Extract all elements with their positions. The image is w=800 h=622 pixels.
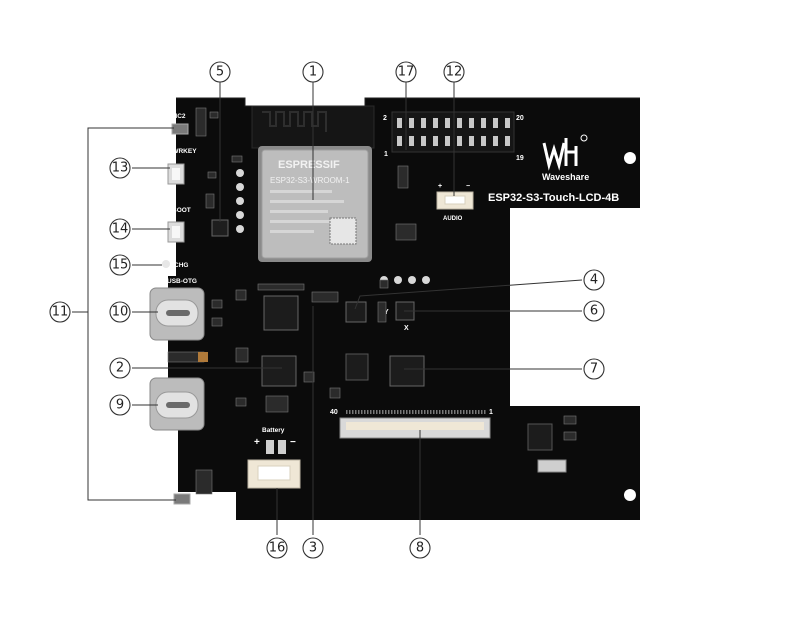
- module-qr-code: [329, 217, 357, 245]
- callout-3: 3: [302, 537, 324, 559]
- ic-chip-small: [345, 353, 369, 381]
- usb-c-port-uart: [149, 377, 205, 431]
- svg-text:4: 4: [590, 273, 598, 288]
- header-pin-19-label: 19: [516, 155, 524, 162]
- ic-chip-3: [263, 295, 299, 331]
- svg-text:14: 14: [112, 222, 129, 237]
- ic-chip-5: [211, 219, 229, 237]
- boot-label: BOOT: [172, 207, 191, 214]
- ic-chip-4: [345, 301, 367, 323]
- callout-6: 6: [583, 300, 605, 322]
- svg-text:9: 9: [116, 398, 124, 413]
- svg-text:5: 5: [216, 65, 224, 80]
- svg-text:8: 8: [416, 541, 424, 556]
- callout-12: 12: [443, 61, 465, 83]
- callout-15: 15: [109, 254, 131, 276]
- pwrkey-button: PWRKEY: [167, 148, 197, 185]
- ic-chip-right: [527, 423, 553, 451]
- callout-2: 2: [109, 357, 131, 379]
- mic2-component: MIC2: [170, 113, 189, 135]
- capacitor-orange: [198, 352, 208, 362]
- battery-minus-label: −: [290, 437, 296, 448]
- mounting-hole-2: [624, 489, 636, 501]
- battery-label: Battery: [262, 427, 285, 434]
- chg-label: CHG: [174, 262, 188, 269]
- header-pin-2-label: 2: [383, 115, 387, 122]
- svg-text:2: 2: [116, 361, 124, 376]
- mic2-label: MIC2: [170, 113, 186, 120]
- module-marking-line: [270, 220, 336, 223]
- header-pin-1-label: 1: [384, 151, 388, 158]
- module-marking-line: [270, 190, 332, 193]
- board-model: ESP32-S3-Touch-LCD-4B: [488, 192, 619, 204]
- callout-14: 14: [109, 218, 131, 240]
- ic-chip-7: [389, 355, 425, 387]
- svg-text:7: 7: [590, 362, 598, 377]
- svg-text:6: 6: [590, 304, 598, 319]
- module-name: ESP32-S3-WROOM-1: [270, 176, 350, 185]
- callout-1: 1: [302, 61, 324, 83]
- axis-x-label: X: [404, 325, 409, 332]
- ic-chip-right-2: [537, 459, 567, 473]
- waveshare-logo: Waveshare: [542, 134, 589, 182]
- module-marking-line: [270, 210, 328, 213]
- usb-c-port-otg: [149, 287, 205, 341]
- svg-text:17: 17: [398, 65, 415, 80]
- pwrkey-label: PWRKEY: [168, 148, 197, 155]
- header-pin-20-label: 20: [516, 115, 524, 122]
- fpc-connector: 40 1: [330, 409, 493, 439]
- callout-8: 8: [409, 537, 431, 559]
- callout-5: 5: [209, 61, 231, 83]
- svg-text:15: 15: [112, 258, 129, 273]
- brand-name: Waveshare: [542, 172, 589, 182]
- svg-text:11: 11: [52, 305, 69, 320]
- callout-7: 7: [583, 358, 605, 380]
- audio-plus-label: +: [438, 183, 442, 190]
- callout-11: 11: [49, 301, 71, 323]
- module-marking-line: [270, 200, 344, 203]
- callout-17: 17: [395, 61, 417, 83]
- mic1-label: MIC1: [178, 509, 194, 516]
- callout-9: 9: [109, 394, 131, 416]
- mounting-hole: [624, 152, 636, 164]
- callout-10: 10: [109, 301, 131, 323]
- passive-components: [167, 107, 577, 495]
- audio-connector: AUDIO + −: [436, 183, 474, 222]
- pin-header: 2 1 20 19: [383, 111, 524, 162]
- callout-13: 13: [109, 157, 131, 179]
- audio-label: AUDIO: [443, 216, 463, 222]
- boot-button: BOOT: [167, 207, 191, 243]
- svg-text:1: 1: [309, 65, 317, 80]
- mic1-component: MIC1: [173, 493, 194, 516]
- esp32-module: ESPRESSIF ESP32-S3-WROOM-1: [251, 105, 375, 262]
- svg-text:12: 12: [446, 65, 463, 80]
- axis-y-label: Y: [384, 309, 389, 316]
- svg-text:13: 13: [112, 161, 129, 176]
- battery-connector: Battery + −: [247, 427, 301, 489]
- callout-4: 4: [583, 269, 605, 291]
- svg-text:10: 10: [112, 305, 129, 320]
- svg-text:3: 3: [309, 541, 317, 556]
- svg-text:16: 16: [269, 541, 286, 556]
- ic-chip-2: [261, 355, 297, 387]
- callout-16: 16: [266, 537, 288, 559]
- usb-otg-label: USB-OTG: [167, 278, 197, 285]
- audio-minus-label: −: [466, 183, 470, 190]
- test-pads: [236, 169, 430, 284]
- module-brand: ESPRESSIF: [278, 159, 340, 171]
- fpc-pin1-label: 1: [489, 409, 493, 416]
- chg-led: CHG: [162, 260, 188, 269]
- leader-lines: [72, 82, 583, 535]
- fpc-pin40-label: 40: [330, 409, 338, 416]
- module-marking-line: [270, 230, 314, 233]
- battery-plus-label: +: [254, 437, 260, 448]
